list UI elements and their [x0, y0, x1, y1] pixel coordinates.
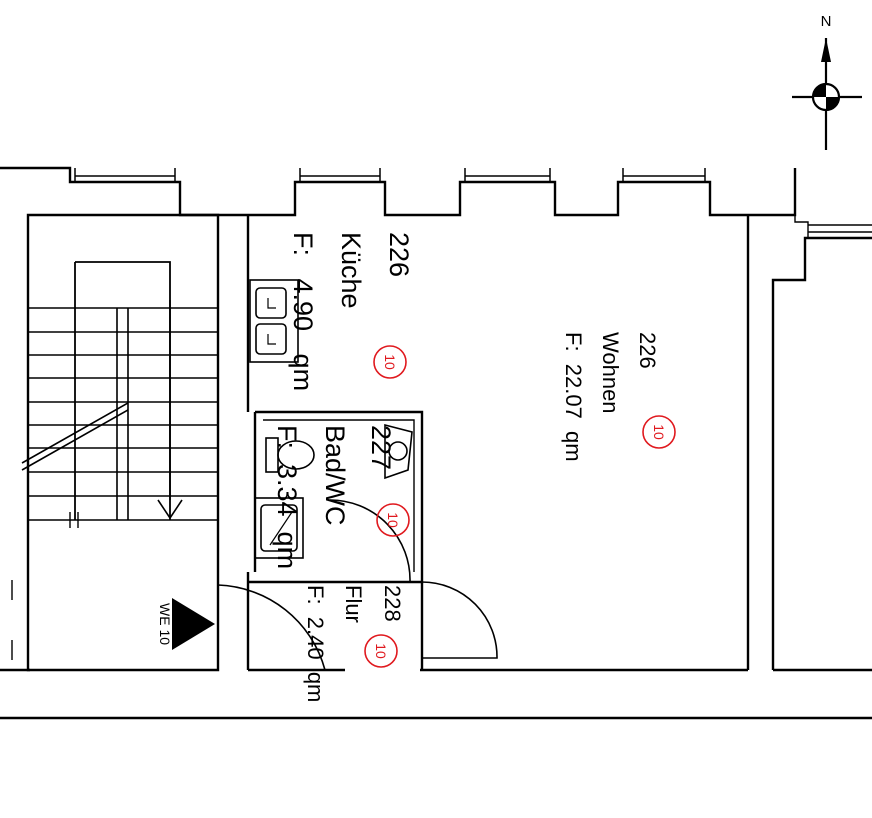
room-kueche: 226 Küche F: 4.90 qm — [288, 232, 414, 391]
stairwell-wall — [26, 213, 220, 672]
room-name: Bad/WC — [320, 425, 350, 526]
toilet — [265, 437, 315, 473]
room-number: 227 — [366, 425, 396, 470]
room-name: Flur — [341, 585, 366, 623]
entry-door — [217, 584, 326, 671]
room-area: F: 4.90 qm — [288, 232, 318, 391]
room-name: Wohnen — [598, 332, 623, 414]
window-1 — [74, 168, 176, 182]
entrance-arrow — [172, 598, 215, 650]
neighbour-window — [794, 215, 872, 238]
outer-wall-top — [0, 166, 797, 217]
north-label: N — [821, 13, 832, 30]
north-compass — [792, 38, 862, 150]
room-name: Küche — [336, 232, 366, 309]
unit-label: WE 10 — [157, 603, 173, 645]
room-area: F: 3.34 qm — [272, 425, 302, 569]
room-bad: 227 Bad/WC F: 3.34 qm — [272, 425, 396, 569]
window-3 — [464, 168, 551, 182]
stair-treads — [28, 307, 218, 521]
room-number: 226 — [384, 232, 414, 277]
bath-door — [329, 499, 411, 583]
room-tag-bad: 10 — [376, 503, 410, 537]
room-area: F: 2.40 qm — [303, 585, 328, 702]
room-wohnen: 226 Wohnen F: 22.07 qm — [561, 332, 660, 462]
window-2 — [299, 168, 381, 182]
neighbour-wall — [771, 236, 872, 670]
tag-number: 10 — [373, 643, 389, 659]
room-area: F: 22.07 qm — [561, 332, 586, 462]
room-number: 226 — [635, 332, 660, 369]
tag-number: 10 — [385, 512, 401, 528]
washbasin — [384, 423, 413, 480]
tag-number: 10 — [382, 354, 398, 370]
tag-number: 10 — [651, 424, 667, 440]
room-tag-flur: 10 — [364, 634, 398, 668]
kitchen-sink — [249, 279, 299, 363]
stair-cut-line — [21, 402, 129, 471]
stair-mark — [69, 512, 79, 528]
stair-well-opening — [75, 261, 171, 520]
stair-arrow — [157, 300, 183, 520]
shower — [254, 497, 304, 559]
room-flur: 228 Flur F: 2.40 qm — [303, 585, 405, 702]
window-4 — [622, 168, 706, 182]
stair-rail — [116, 308, 129, 520]
room-tag-kueche: 10 — [373, 345, 407, 379]
flur-door — [421, 581, 498, 659]
room-tag-wohnen: 10 — [642, 415, 676, 449]
bath-wall-inner — [263, 419, 415, 572]
room-number: 228 — [380, 585, 405, 622]
